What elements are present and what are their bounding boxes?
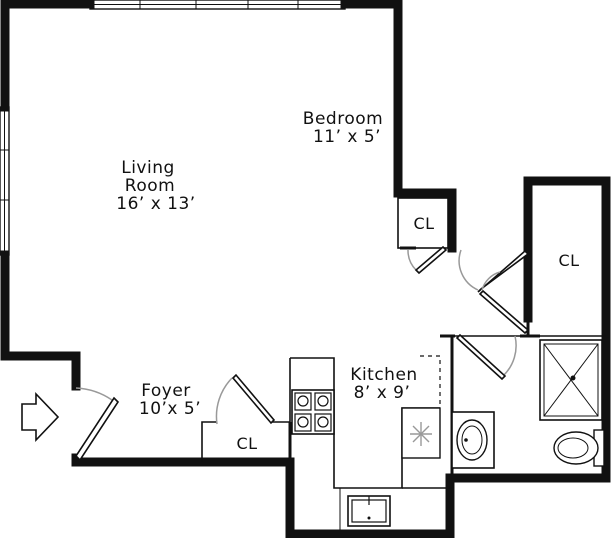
kitchen-name: Kitchen xyxy=(350,365,417,385)
refrigerator-icon xyxy=(401,407,441,459)
entry-arrow-icon xyxy=(21,392,60,442)
foyer-name: Foyer xyxy=(141,381,191,401)
bedroom-size: 11’ x 5’ xyxy=(313,127,381,147)
kitchen-size: 8’ x 9’ xyxy=(354,383,411,403)
closet-label-right: CL xyxy=(558,251,579,270)
foyer-closet-door xyxy=(215,373,276,425)
bedroom-closet-door xyxy=(407,245,448,275)
interior-walls xyxy=(201,197,606,478)
closet-label-foyer: CL xyxy=(236,434,257,453)
right-closet-door xyxy=(458,249,530,335)
kitchen-sink-icon xyxy=(347,495,391,527)
toilet-icon xyxy=(553,429,605,467)
bath-door xyxy=(455,333,517,381)
living-room-name-2: Room xyxy=(125,176,175,196)
bedroom-name: Bedroom xyxy=(303,109,383,129)
window-top xyxy=(89,0,346,10)
living-room-name-1: Living xyxy=(121,158,175,178)
closet-label-bedroom: CL xyxy=(413,214,434,233)
living-room-size: 16’ x 13’ xyxy=(116,194,195,214)
shower-icon xyxy=(539,339,603,421)
entry-door xyxy=(74,387,120,462)
stove-icon xyxy=(291,389,335,435)
foyer-size: 10’x 5’ xyxy=(139,399,201,419)
bathroom-sink-icon xyxy=(451,411,495,469)
window-left xyxy=(0,106,10,256)
